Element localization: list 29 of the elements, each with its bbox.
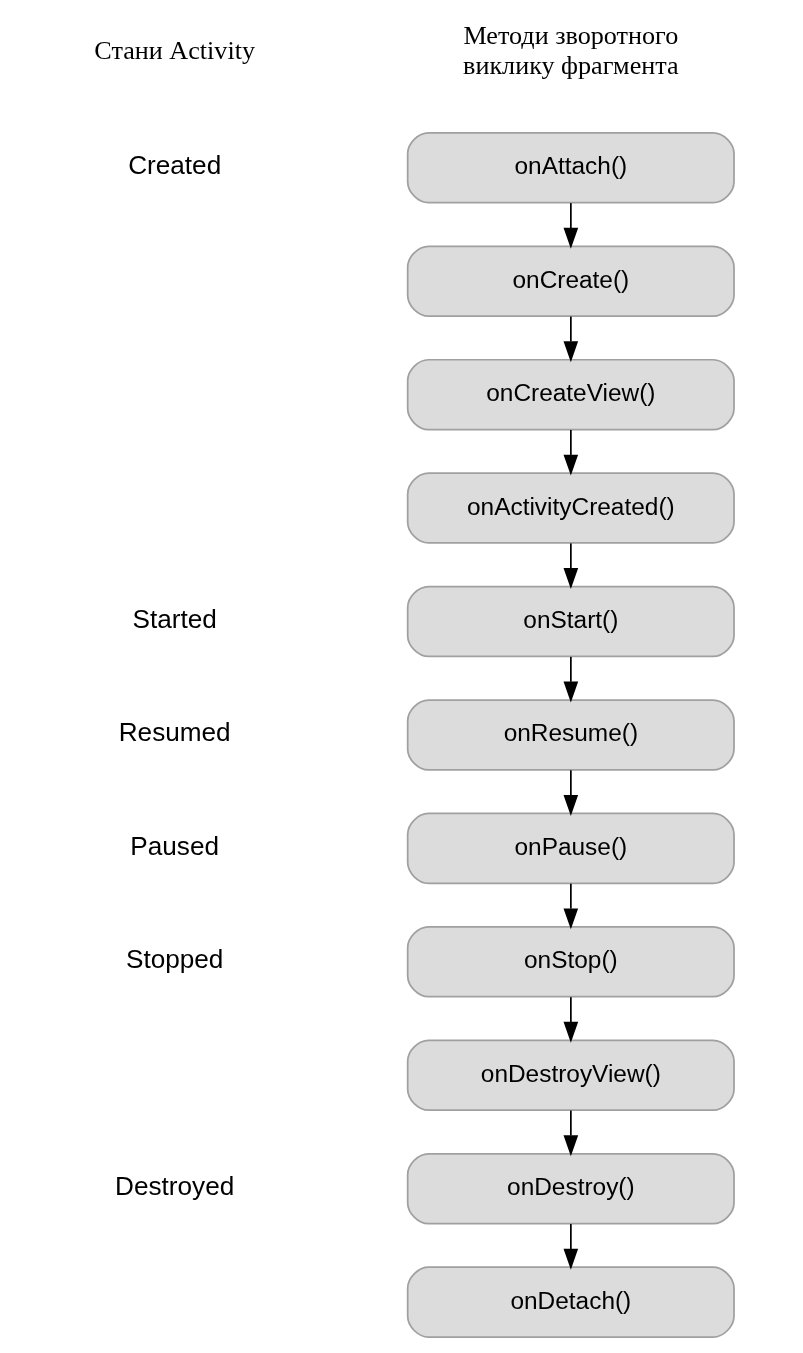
arrow [563, 429, 578, 476]
node-box: onAttach() [406, 132, 735, 204]
node-box: onCreateView() [406, 358, 735, 431]
arrow [563, 1223, 578, 1270]
arrow [563, 202, 578, 249]
arrow [563, 882, 578, 930]
node-box: onStop() [406, 926, 735, 998]
label: Paused [129, 830, 219, 861]
arrow [563, 655, 578, 703]
arrow [563, 542, 578, 590]
label: Стани Activity [93, 35, 255, 65]
node-box: onResume() [406, 699, 735, 771]
label: Destroyed [114, 1170, 234, 1201]
node-box: onDetach() [406, 1266, 735, 1338]
arrow [563, 996, 578, 1043]
node-box: onDestroy() [406, 1152, 735, 1225]
arrow [563, 769, 578, 816]
arrow [563, 315, 578, 363]
label: Методи зворотного виклику фрагмента [462, 20, 679, 80]
label: Started [132, 603, 217, 634]
node-box: onDestroyView() [406, 1039, 735, 1112]
node-box: onPause() [406, 812, 735, 885]
arrow [563, 1109, 578, 1157]
node-box: onActivityCreated() [406, 472, 735, 544]
node-box: onStart() [406, 585, 735, 658]
node-box: onCreate() [406, 245, 735, 317]
label: Created [127, 149, 221, 180]
label: Resumed [118, 717, 231, 748]
label: Stopped [125, 943, 223, 974]
